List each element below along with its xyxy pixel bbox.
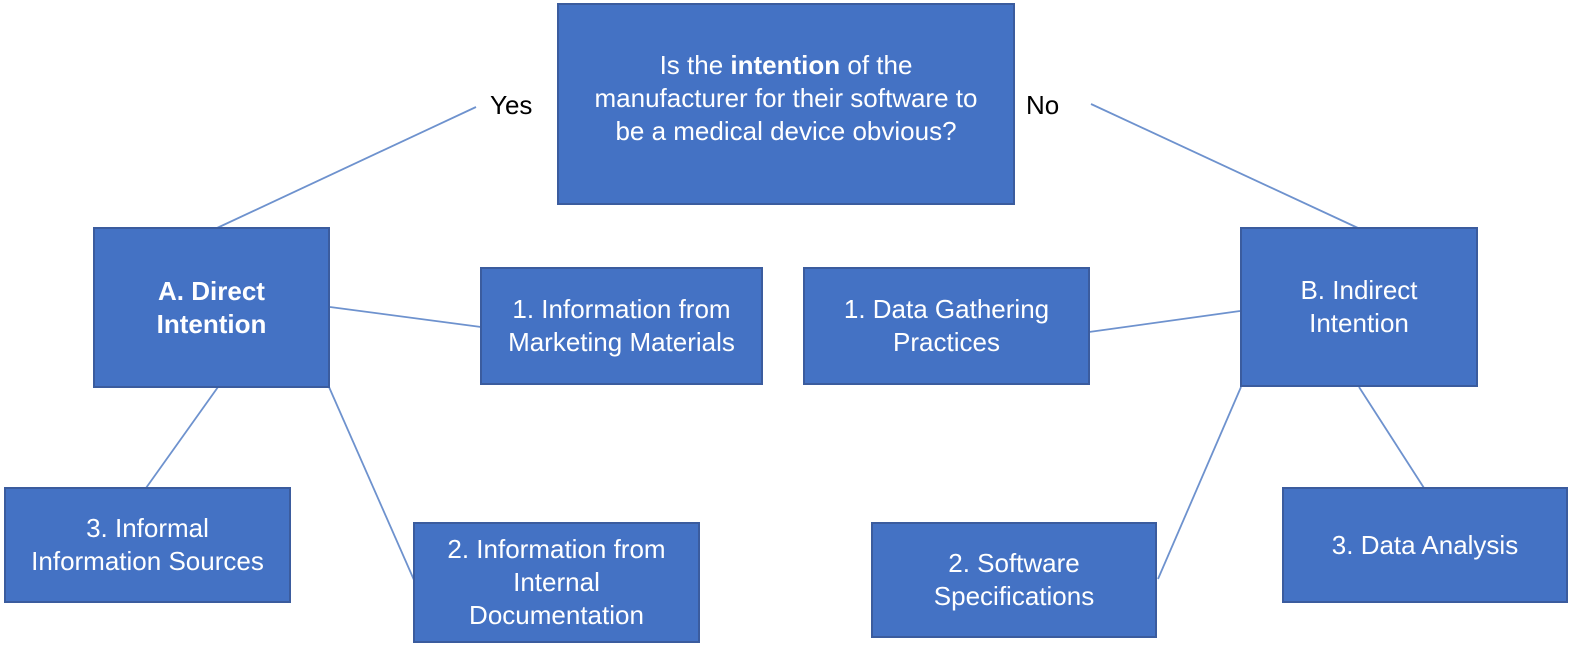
question-line1-prefix: Is the: [659, 49, 731, 80]
question-text-line-3: be a medical device obvious?: [615, 115, 957, 146]
node-informal-information-sources: 3. Informal Information Sources: [4, 487, 291, 603]
connector-data-gathering-to-indirect: [1088, 310, 1241, 333]
branch-label-yes: Yes: [490, 90, 533, 120]
question-text-line-2: manufacturer for their software to: [594, 82, 978, 113]
node-text-line: Information Sources: [31, 546, 264, 576]
node-direct-intention: A. Direct Intention: [93, 227, 330, 388]
node-question-intention-obvious: Is the intention of the manufacturer for…: [557, 3, 1015, 205]
question-line1-suffix: of the: [840, 49, 913, 80]
node-information-from-marketing-materials: 1. Information from Marketing Materials: [480, 267, 763, 385]
node-text-line: Specifications: [933, 581, 1095, 611]
node-information-from-internal-documentation: 2. Information from Internal Documentati…: [413, 522, 700, 643]
connector-direct-to-informal-sources: [145, 386, 219, 489]
node-text-line: Marketing Materials: [508, 327, 735, 357]
node-text-line: 2. Software: [948, 548, 1080, 578]
connector-no-to-indirect-intention: [1090, 103, 1359, 229]
node-text-line: 3. Data Analysis: [1331, 529, 1519, 560]
node-text-line: Documentation: [469, 600, 644, 630]
branch-label-no: No: [1026, 90, 1060, 120]
node-text-line: Intention: [1309, 308, 1409, 338]
node-data-gathering-practices: 1. Data Gathering Practices: [803, 267, 1090, 385]
node-text-line: 3. Informal: [86, 513, 209, 543]
node-text-line: 2. Information from: [447, 534, 666, 564]
question-line1-bold-word: intention: [730, 49, 841, 80]
connector-indirect-to-software-specifications: [1157, 386, 1242, 580]
connector-indirect-to-data-analysis: [1358, 386, 1425, 489]
connector-yes-to-direct-intention: [216, 106, 477, 229]
node-data-analysis: 3. Data Analysis: [1282, 487, 1568, 603]
node-text-line: A. Direct: [158, 275, 265, 306]
node-text-line: Practices: [893, 327, 1000, 357]
question-text-line-1: Is the intention of the: [660, 49, 913, 82]
connector-direct-to-marketing-materials: [329, 306, 482, 328]
node-text-line: B. Indirect: [1300, 275, 1418, 305]
node-indirect-intention: B. Indirect Intention: [1240, 227, 1478, 387]
node-software-specifications: 2. Software Specifications: [871, 522, 1157, 638]
node-text-line: 1. Data Gathering: [843, 294, 1050, 324]
node-text-line: Intention: [156, 308, 267, 339]
node-text-line: 1. Information from: [512, 294, 731, 324]
node-text-line: Internal: [513, 567, 600, 597]
connector-direct-to-internal-documentation: [328, 386, 415, 581]
